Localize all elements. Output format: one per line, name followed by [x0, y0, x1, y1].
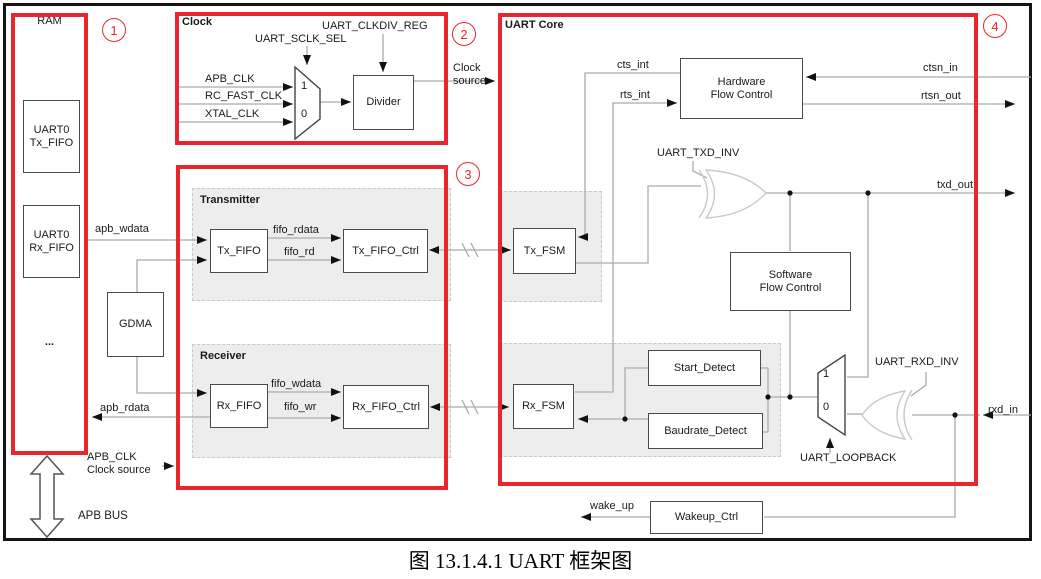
xtal-clk-input-label: XTAL_CLK — [205, 108, 260, 120]
hardware-flow-control-box: Hardware Flow Control — [680, 58, 803, 119]
ctsn-in-label: ctsn_in — [923, 62, 958, 74]
marker-circle-4: 4 — [983, 14, 1007, 38]
uart-rxd-inv-label: UART_RXD_INV — [875, 356, 959, 368]
receiver-title: Receiver — [200, 350, 246, 362]
transmitter-title: Transmitter — [200, 194, 260, 206]
clock-source-label: Clock source — [453, 62, 487, 87]
clock-frame — [175, 12, 448, 145]
baudrate-detect-box: Baudrate_Detect — [648, 413, 763, 449]
apb-bus-label: APB BUS — [78, 510, 128, 522]
gdma-box: GDMA — [107, 292, 164, 357]
rxd-in-label: rxd_in — [988, 404, 1018, 416]
diagram-border — [3, 3, 1032, 541]
clock-title: Clock — [182, 16, 212, 28]
apb-rdata-label: apb_rdata — [100, 402, 150, 414]
tx-fifo-box: Tx_FIFO — [210, 229, 268, 273]
apb-clk-source-label: APB_CLK Clock source — [87, 451, 151, 476]
fifo-wr-label: fifo_wr — [284, 401, 317, 413]
divider-box: Divider — [353, 75, 414, 130]
transceiver-frame — [176, 165, 448, 490]
software-flow-control-box: Software Flow Control — [730, 252, 851, 311]
rc-fast-clk-input-label: RC_FAST_CLK — [205, 90, 283, 102]
rx-fsm-box: Rx_FSM — [513, 384, 574, 429]
marker-circle-2: 2 — [452, 22, 476, 46]
marker-circle-1: 1 — [102, 18, 126, 42]
wake-up-label: wake_up — [590, 500, 635, 512]
uart-core-title: UART Core — [505, 19, 564, 31]
rtsn-out-label: rtsn_out — [921, 90, 961, 102]
txd-out-label: txd_out — [937, 179, 974, 191]
fifo-wdata-label: fifo_wdata — [271, 378, 322, 390]
tx-fifo-ctrl-box: Tx_FIFO_Ctrl — [343, 229, 428, 273]
fifo-rdata-label: fifo_rdata — [273, 224, 319, 236]
tx-fsm-box: Tx_FSM — [513, 228, 576, 274]
apb-clk-input-label: APB_CLK — [205, 73, 255, 85]
ram-title: RAM — [37, 15, 62, 27]
uart0-rx-fifo-box: UART0 Rx_FIFO — [23, 205, 80, 278]
figure-caption: 图 13.1.4.1 UART 框架图 — [408, 549, 633, 573]
uart-core-frame — [498, 13, 978, 486]
uart0-tx-fifo-box: UART0 Tx_FIFO — [23, 100, 80, 173]
rx-fifo-ctrl-box: Rx_FIFO_Ctrl — [343, 385, 429, 429]
ram-frame — [11, 13, 88, 455]
cts-int-label: cts_int — [617, 59, 649, 71]
fifo-rd-label: fifo_rd — [284, 246, 315, 258]
apb-wdata-label: apb_wdata — [95, 223, 149, 235]
rx-fifo-box: Rx_FIFO — [210, 384, 268, 428]
uart-sclk-sel-label: UART_SCLK_SEL — [255, 33, 347, 45]
marker-circle-3: 3 — [456, 162, 480, 186]
wakeup-ctrl-box: Wakeup_Ctrl — [650, 501, 763, 534]
ram-ellipsis: ... — [44, 336, 55, 348]
uart-clkdiv-reg-label: UART_CLKDIV_REG — [322, 20, 428, 32]
